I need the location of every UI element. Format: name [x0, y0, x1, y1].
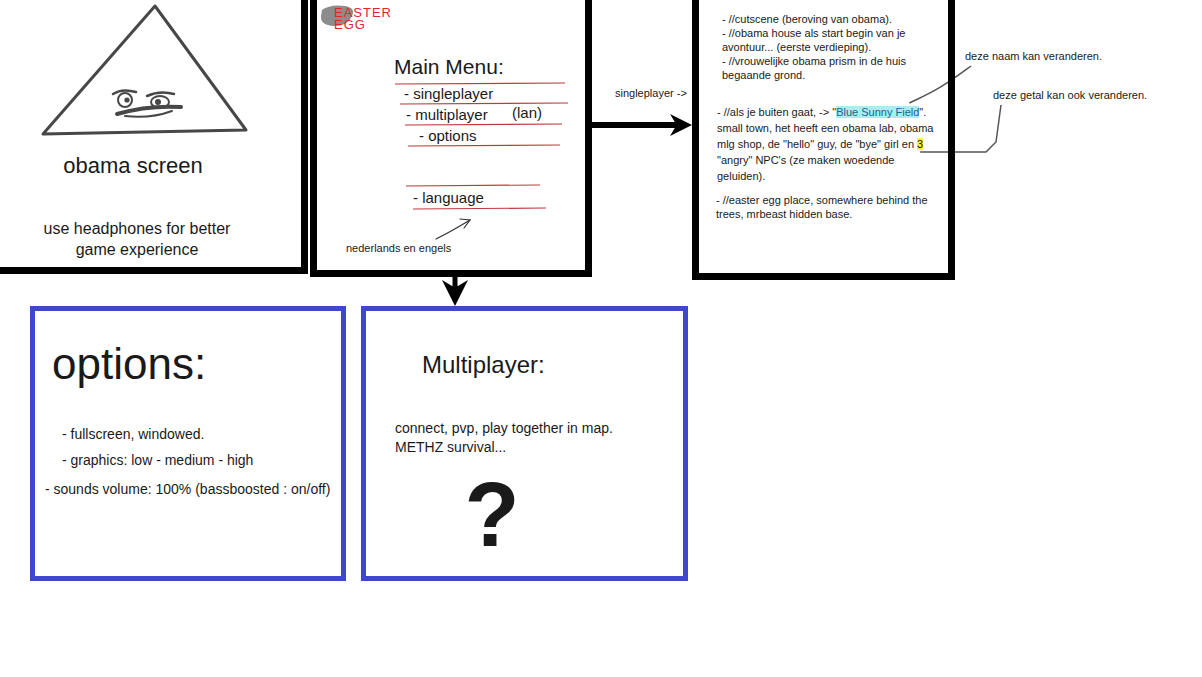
option-item: - sounds volume: 100% (bassboosted : on/… [45, 480, 330, 498]
menu-heading: Main Menu: [394, 55, 504, 79]
easter-egg-note: EASTER EGG [334, 7, 400, 31]
pupil [124, 97, 129, 102]
story-note: - //vrouwelijke obama prism in de huis b… [722, 54, 944, 82]
story-note: - //obama house als start begin van je a… [722, 26, 944, 54]
eye [118, 93, 132, 107]
edge-label: singleplayer -> [613, 86, 689, 100]
triangle-face [43, 6, 246, 134]
lip [125, 111, 172, 117]
option-item: - graphics: low - medium - high [62, 451, 253, 469]
story-note: - //cutscene (beroving van obama). [722, 12, 944, 26]
menu-item: - singleplayer [404, 85, 493, 102]
menu-item: - multiplayer [406, 106, 488, 123]
multiplayer-panel: Multiplayer: connect, pvp, play together … [361, 306, 688, 581]
screen-title: obama screen [5, 153, 261, 179]
underline [395, 83, 565, 84]
pointer-line [436, 220, 470, 239]
menu-note: (lan) [512, 104, 542, 121]
underline [408, 145, 560, 146]
panel-heading: options: [52, 338, 206, 390]
singleplayer-panel: - //cutscene (beroving van obama).- //ob… [692, 0, 955, 280]
flow-arrow [592, 122, 679, 128]
menu-underlines [395, 83, 568, 209]
screen-note: use headphones for better game experienc… [30, 218, 244, 260]
annotation-note: deze getal kan ook veranderen. [993, 89, 1147, 102]
main-menu-panel: EASTER EGG Main Menu: - singleplayer - mult… [310, 0, 592, 277]
story-note: - //easter egg place, somewhere behind t… [716, 193, 942, 221]
story-note: - //als je buiten gaat, -> "Blue Sunny F… [717, 104, 943, 184]
underline [405, 124, 562, 125]
pointer-head [460, 219, 470, 228]
highlight-mark: Blue Sunny Field [836, 106, 919, 118]
annotation-note: deze naam kan veranderen. [965, 50, 1102, 63]
underline [400, 103, 568, 104]
options-panel: options: - fullscreen, windowed. - graphic… [30, 306, 346, 581]
title-screen-panel: obama screen use headphones for better ga… [0, 0, 308, 274]
triangle-outline [43, 6, 246, 134]
flow-arrow [453, 277, 458, 290]
language-pointer [436, 219, 470, 239]
menu-item: - language [413, 189, 484, 206]
pupil [155, 99, 161, 105]
menu-note: nederlands en engels [346, 242, 451, 255]
underline [413, 208, 546, 209]
leader-line [909, 66, 971, 103]
highlight-mark: 3 [917, 138, 923, 150]
panel-heading: Multiplayer: [422, 351, 545, 379]
underline [406, 185, 540, 186]
panel-note: connect, pvp, play together in map. METH… [395, 419, 645, 457]
option-item: - fullscreen, windowed. [62, 425, 204, 443]
question-mark: ? [452, 470, 532, 560]
menu-item: - options [419, 127, 477, 144]
